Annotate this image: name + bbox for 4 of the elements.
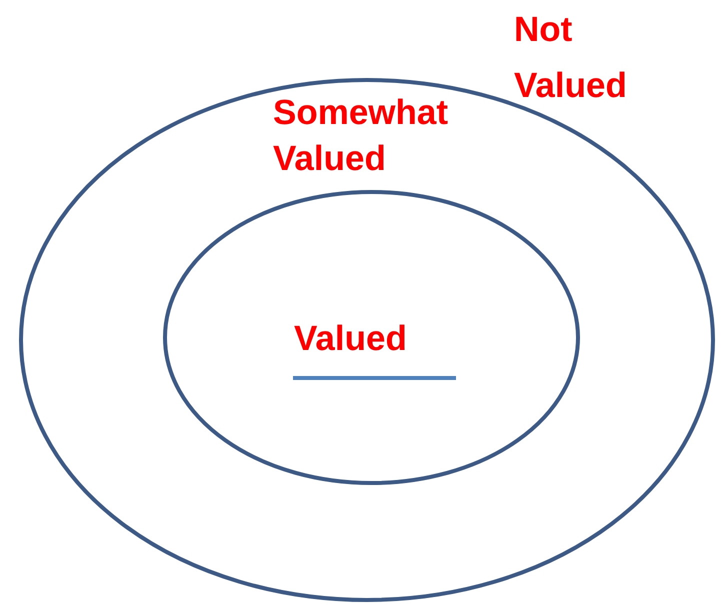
region-label: Somewhat Valued [273, 92, 450, 180]
region-label: Not Valued [514, 9, 628, 107]
ellipse-region [163, 190, 580, 485]
region-label: Valued [294, 318, 408, 360]
